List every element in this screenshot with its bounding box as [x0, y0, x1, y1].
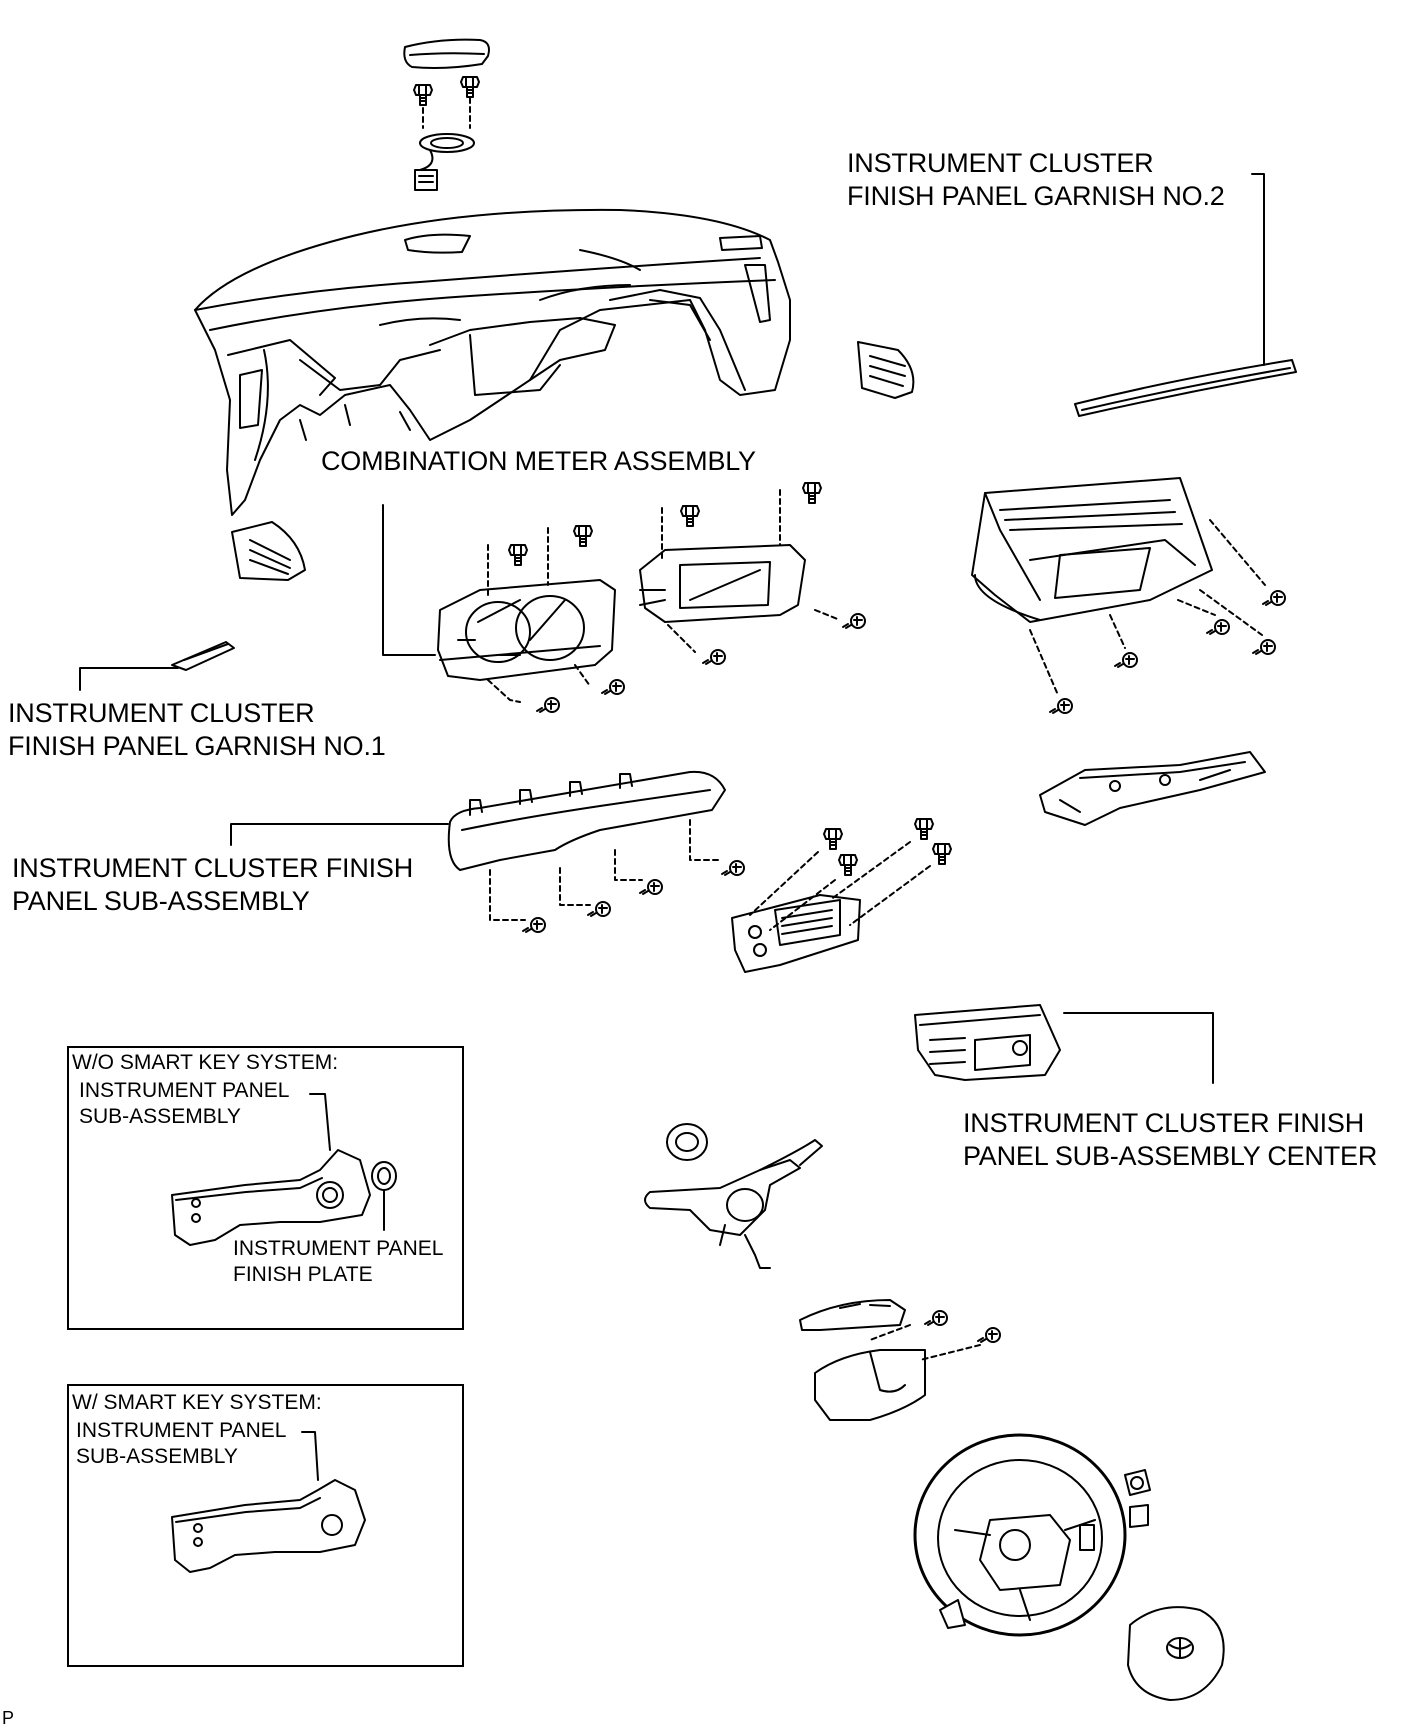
inset1-panel-line2: SUB-ASSEMBLY: [79, 1105, 241, 1128]
inset-wo-smart-key: [67, 1046, 464, 1330]
leader-center: [1063, 1012, 1214, 1084]
left-side-vent: [231, 521, 306, 581]
right-side-vent: [857, 341, 915, 399]
leader-inset1-panel: [309, 1093, 331, 1151]
turn-signal-switch-assembly: [644, 1123, 823, 1269]
label-garnish-no2-line2: FINISH PANEL GARNISH NO.2: [847, 181, 1225, 211]
figure-code: P: [2, 1708, 15, 1728]
label-combination-meter: COMBINATION METER ASSEMBLY: [321, 446, 756, 476]
instrument-panel-assembly: [194, 208, 791, 516]
garnish-no1: [171, 641, 235, 671]
combination-meter-assembly: [437, 525, 625, 713]
label-center-line1: INSTRUMENT CLUSTER FINISH: [963, 1108, 1365, 1138]
instrument-cluster-finish-panel: [447, 770, 745, 933]
center-finish-panel: [914, 1004, 1061, 1081]
garnish-no2: [1074, 359, 1297, 417]
upper-cover-assembly: [403, 38, 490, 191]
inset1-title: W/O SMART KEY SYSTEM:: [72, 1051, 339, 1074]
lower-panel-assembly: [1039, 751, 1266, 826]
label-garnish-no1-line2: FINISH PANEL GARNISH NO.1: [8, 731, 386, 761]
inset-w-smart-key: [67, 1384, 464, 1667]
inset1-plate-line2: FINISH PLATE: [233, 1263, 373, 1286]
label-finish-panel-line1: INSTRUMENT CLUSTER FINISH: [12, 853, 414, 883]
label-garnish-no2-line1: INSTRUMENT CLUSTER: [847, 148, 1154, 178]
label-center-line2: PANEL SUB-ASSEMBLY CENTER: [963, 1141, 1378, 1171]
leader-finish-panel: [230, 823, 449, 846]
label-finish-panel-line2: PANEL SUB-ASSEMBLY: [12, 886, 310, 916]
leader-garnish-no1: [79, 667, 179, 691]
inset2-panel-line2: SUB-ASSEMBLY: [76, 1445, 238, 1468]
steering-column-cover-lower: [814, 1310, 1001, 1421]
leader-garnish-no2: [1251, 173, 1265, 366]
inset2-title: W/ SMART KEY SYSTEM:: [72, 1391, 322, 1414]
steering-wheel-assembly: [913, 1433, 1151, 1637]
steering-pad-airbag: [1127, 1606, 1225, 1701]
inset-wo-smart-key-art: [171, 1149, 397, 1246]
inset1-panel-line1: INSTRUMENT PANEL: [79, 1079, 290, 1102]
label-garnish-no1-line1: INSTRUMENT CLUSTER: [8, 698, 315, 728]
steering-column-cover-upper: [799, 1299, 906, 1331]
leader-inset2-panel: [301, 1431, 319, 1481]
inset-w-smart-key-art: [171, 1479, 366, 1573]
inset1-plate-line1: INSTRUMENT PANEL: [233, 1237, 444, 1260]
multi-display-assembly: [639, 482, 866, 665]
leader-combination-meter: [382, 504, 436, 656]
audio-control-panel: [731, 818, 952, 973]
inset2-panel-line1: INSTRUMENT PANEL: [76, 1419, 287, 1442]
glove-box-assembly: [971, 477, 1286, 714]
